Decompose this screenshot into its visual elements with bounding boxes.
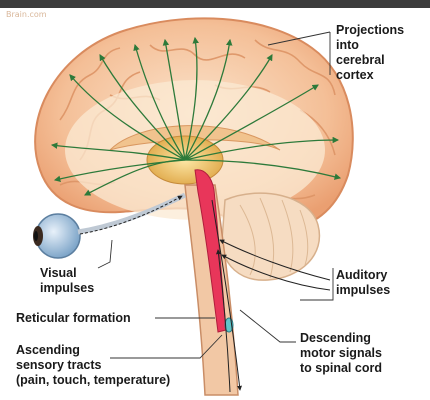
eye-icon bbox=[33, 213, 81, 259]
visual-impulse-path bbox=[79, 195, 183, 235]
projection-arrows bbox=[50, 36, 342, 196]
watermark: Brain.com bbox=[6, 10, 47, 19]
label-reticular-formation: Reticular formation bbox=[16, 311, 131, 325]
label-descending-motor: Descending motor signals to spinal cord bbox=[300, 331, 382, 375]
brainstem bbox=[184, 184, 239, 396]
cerebellum-folia bbox=[239, 197, 309, 279]
label-visual-impulses: Visual impulses bbox=[40, 266, 95, 295]
cerebellum bbox=[221, 192, 321, 281]
label-projections: Projections into cerebral cortex bbox=[336, 23, 405, 82]
label-ascending-sensory: Ascending sensory tracts (pain, touch, t… bbox=[16, 343, 171, 387]
descending-tract-arrow bbox=[211, 199, 243, 391]
label-auditory-impulses: Auditory impulses bbox=[336, 268, 391, 297]
top-banner bbox=[0, 0, 430, 8]
ascending-tract-arrow bbox=[216, 249, 231, 393]
leader-lines bbox=[97, 31, 334, 359]
auditory-impulse-arrows bbox=[219, 239, 331, 291]
